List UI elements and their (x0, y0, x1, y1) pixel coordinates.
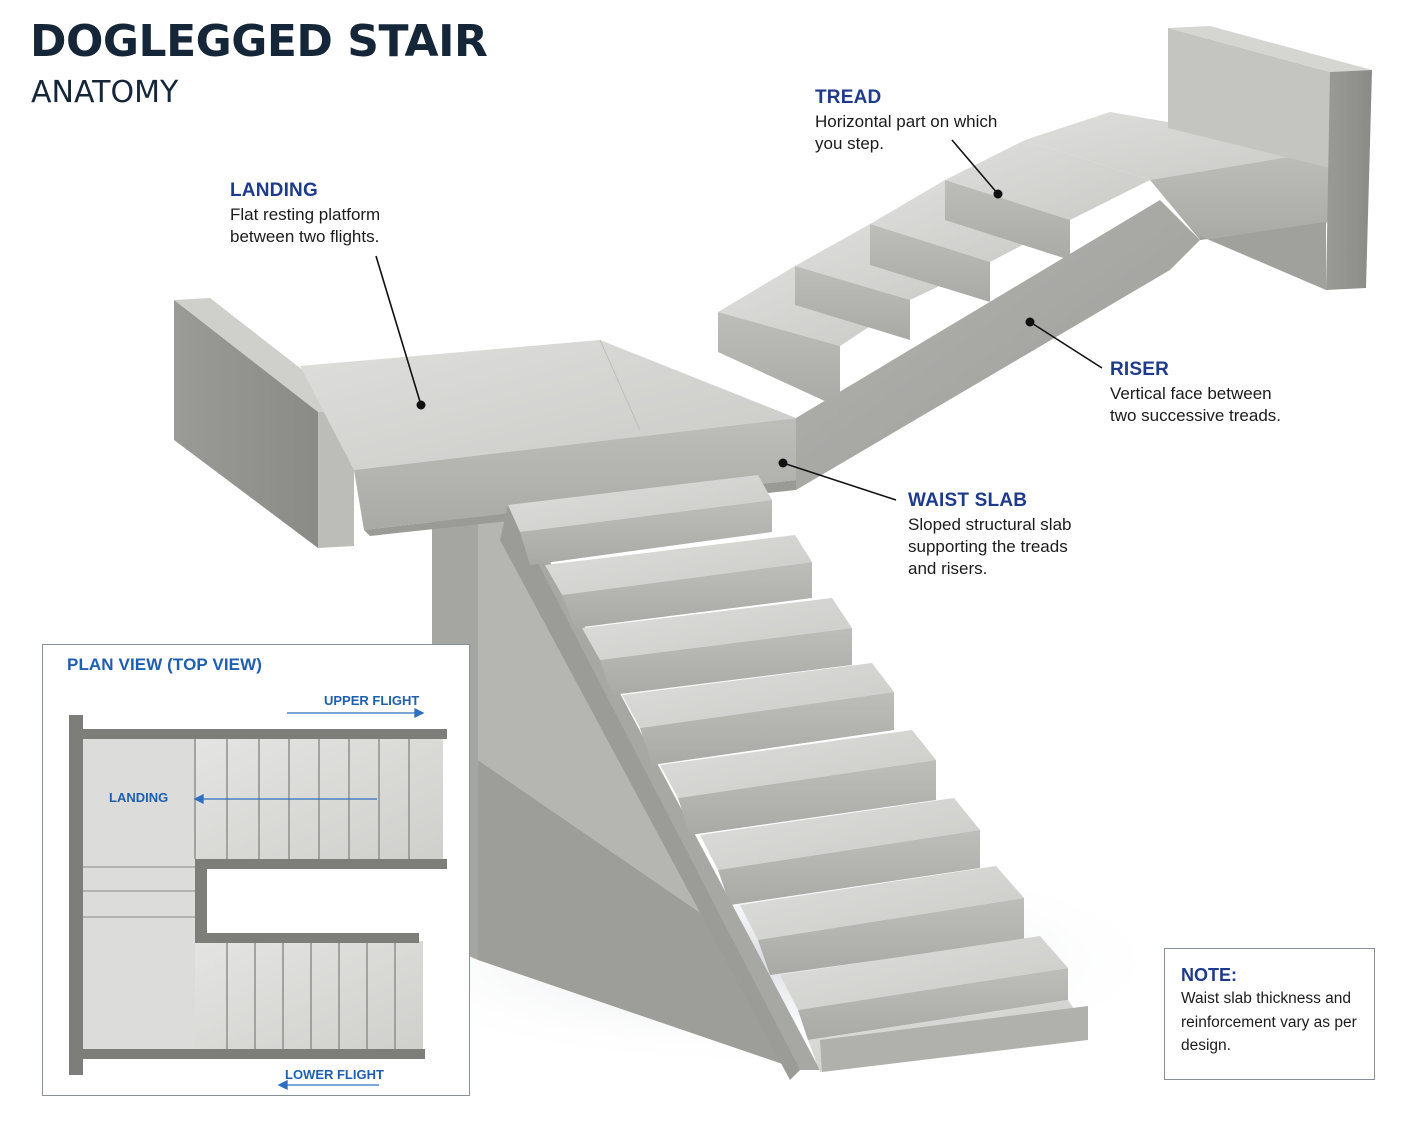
plan-view-box: PLAN VIEW (TOP VIEW) UPPER FLIGHT LANDIN… (42, 644, 470, 1096)
landing-description: Flat resting platform between two flight… (230, 204, 381, 246)
plan-view-drawing (69, 707, 447, 1091)
upper-waist-slab (796, 200, 1200, 490)
tread-leader (951, 139, 999, 195)
plan-lower-flight (195, 941, 423, 1051)
plan-landing-area (83, 737, 195, 1051)
tread-description: Horizontal part on which you step. (815, 111, 998, 153)
left-wall (174, 298, 354, 548)
callout-waist-slab: WAIST SLAB Sloped structural slab suppor… (908, 489, 1088, 580)
lower-waist-slab (500, 505, 820, 1080)
page-subtitle: ANATOMY (31, 75, 179, 110)
note-text: Waist slab thickness and reinforcement v… (1181, 990, 1357, 1054)
waist-dot (778, 458, 788, 468)
waist-slab-description: Sloped structural slab supporting the tr… (908, 514, 1072, 578)
tread-heading: TREAD (815, 87, 882, 108)
page-title: DOGLEGGED STAIR (30, 16, 488, 67)
landing-leader (375, 255, 422, 406)
callout-tread: TREAD Horizontal part on which you step. (815, 86, 1025, 155)
plan-landing-label: LANDING (109, 790, 169, 805)
waist-slab-heading: WAIST SLAB (908, 490, 1028, 511)
right-wall (1168, 26, 1372, 290)
callout-landing: LANDING Flat resting platform between tw… (230, 179, 420, 248)
lower-flight-steps (508, 475, 1088, 1072)
note-title: NOTE: (1181, 965, 1237, 985)
landing-dot (416, 400, 426, 410)
upper-flight-steps (718, 112, 1330, 408)
plan-walls (69, 715, 447, 1075)
plan-upper-flight (194, 737, 443, 859)
plan-view-title: PLAN VIEW (TOP VIEW) (67, 655, 262, 674)
note-box: NOTE: Waist slab thickness and reinforce… (1164, 948, 1375, 1080)
plan-lower-flight-label: LOWER FLIGHT (285, 1067, 384, 1082)
plan-upper-flight-label: UPPER FLIGHT (324, 693, 420, 708)
leader-lines (375, 139, 1103, 501)
waist-leader (782, 462, 897, 501)
riser-leader (1029, 321, 1103, 369)
riser-dot (1025, 317, 1035, 327)
riser-heading: RISER (1110, 359, 1170, 380)
riser-description: Vertical face between two successive tre… (1110, 383, 1282, 425)
callout-riser: RISER Vertical face between two successi… (1110, 358, 1300, 427)
landing-heading: LANDING (230, 180, 318, 201)
tread-dot (993, 189, 1003, 199)
